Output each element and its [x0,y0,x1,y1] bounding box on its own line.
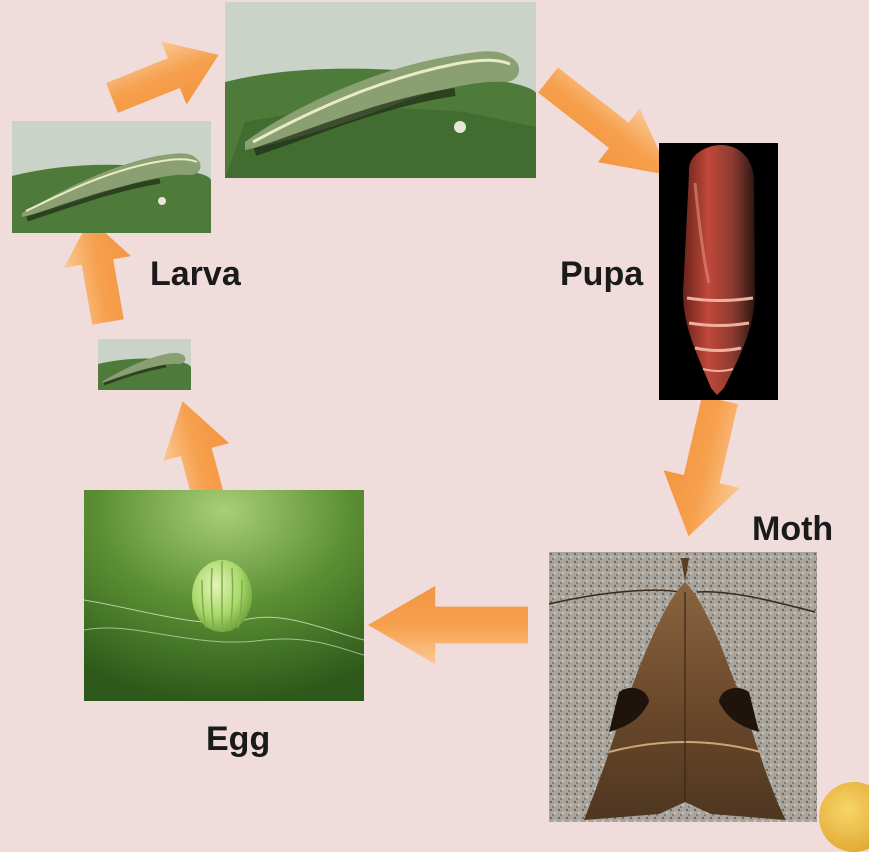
larva-small-image [98,339,191,390]
pupa-image [659,143,778,400]
arrow-medium-to-large-larva [99,23,231,129]
arrow-pupa-to-moth [650,391,758,545]
egg-label: Egg [206,720,270,759]
pupa-label: Pupa [560,255,643,294]
egg-image [84,490,364,701]
corner-decoration [819,782,869,852]
larva-label: Larva [150,255,241,294]
arrow-moth-to-egg [368,586,528,664]
larva-large-image [225,2,536,178]
larva-medium-image [12,121,211,233]
moth-label: Moth [752,510,833,549]
moth-image [549,552,817,822]
